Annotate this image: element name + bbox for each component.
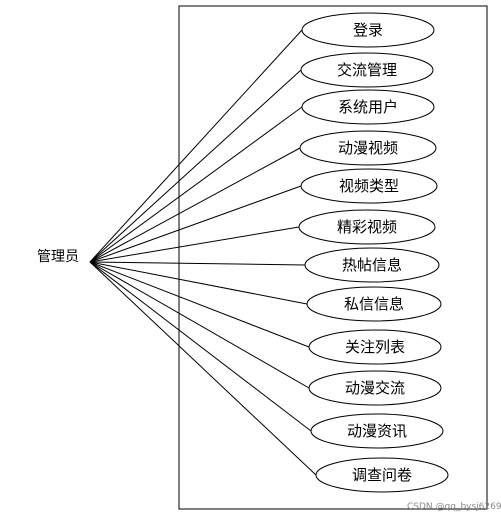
- connector-line: [89, 226, 300, 263]
- use-case-label: 动漫交流: [345, 379, 405, 397]
- use-case-label: 动漫视频: [338, 139, 398, 157]
- connector-line: [89, 106, 303, 263]
- use-case-ellipse: [308, 329, 442, 365]
- use-case-node: 关注列表: [308, 329, 442, 365]
- use-case-label: 关注列表: [345, 338, 405, 356]
- use-case-group: 登录交流管理系统用户动漫视频视频类型精彩视频热帖信息私信信息关注列表动漫交流动漫…: [298, 12, 449, 493]
- use-case-ellipse: [301, 12, 435, 48]
- use-case-node: 热帖信息: [304, 247, 440, 283]
- use-case-label: 动漫资讯: [347, 422, 407, 440]
- use-case-ellipse: [300, 52, 434, 88]
- connector-line: [89, 261, 308, 305]
- connector-line: [89, 69, 302, 263]
- system-boundary: [178, 5, 488, 510]
- use-case-ellipse: [310, 413, 444, 449]
- connector-line: [89, 185, 302, 263]
- use-case-ellipse: [306, 286, 442, 322]
- connector-lines: [89, 29, 317, 476]
- use-case-label: 系统用户: [338, 98, 398, 116]
- use-case-label: 调查问卷: [352, 466, 412, 484]
- use-case-node: 动漫交流: [308, 370, 442, 406]
- use-case-ellipse: [298, 209, 436, 245]
- connector-line: [89, 29, 303, 263]
- use-case-label: 交流管理: [337, 61, 397, 79]
- use-case-node: 动漫资讯: [310, 413, 444, 449]
- use-case-ellipse: [304, 247, 440, 283]
- connector-line: [89, 261, 312, 432]
- watermark-text: CSDN @qq_bysj6269: [407, 502, 501, 512]
- use-case-node: 系统用户: [301, 89, 435, 125]
- use-case-label: 视频类型: [339, 177, 399, 195]
- use-case-node: 私信信息: [306, 286, 442, 322]
- use-case-ellipse: [315, 457, 449, 493]
- use-case-ellipse: [300, 168, 438, 204]
- use-case-node: 交流管理: [300, 52, 434, 88]
- connector-line: [89, 261, 317, 476]
- use-case-node: 调查问卷: [315, 457, 449, 493]
- actor-label: 管理员: [37, 249, 79, 265]
- use-case-node: 动漫视频: [299, 130, 437, 166]
- use-case-node: 精彩视频: [298, 209, 436, 245]
- connector-line: [89, 261, 310, 389]
- use-case-label: 热帖信息: [342, 256, 402, 274]
- use-case-node: 视频类型: [300, 168, 438, 204]
- use-case-ellipse: [301, 89, 435, 125]
- use-case-node: 登录: [301, 12, 435, 48]
- connector-line: [89, 147, 301, 263]
- use-case-label: 精彩视频: [337, 218, 397, 236]
- use-case-ellipse: [299, 130, 437, 166]
- connector-line: [89, 261, 310, 348]
- use-case-label: 登录: [353, 21, 383, 39]
- use-case-ellipse: [308, 370, 442, 406]
- use-case-label: 私信信息: [344, 295, 404, 313]
- connector-line: [89, 261, 306, 266]
